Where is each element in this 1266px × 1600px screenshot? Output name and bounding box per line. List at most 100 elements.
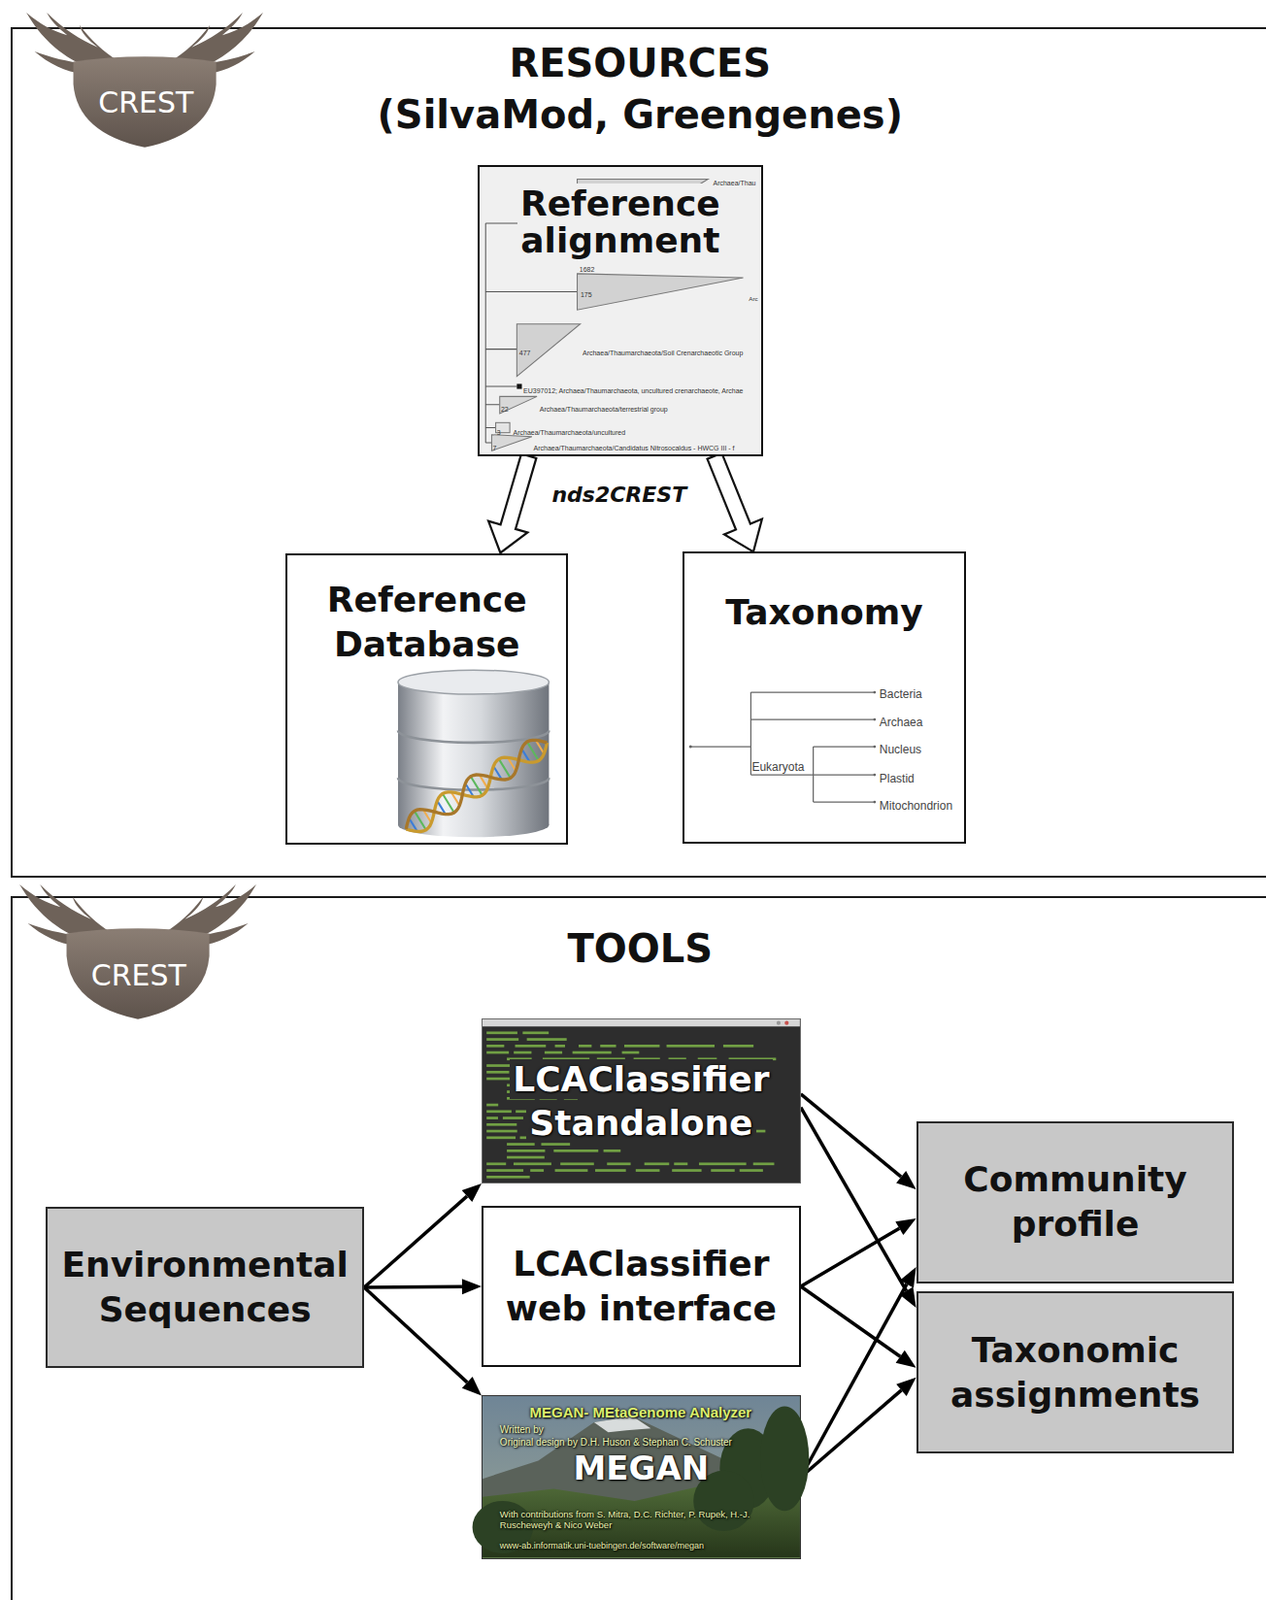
div-part: Community profile <box>918 1157 1233 1247</box>
div-part: Archaea/Thaumarchaeota/Soil Crenarchaeot… <box>582 340 743 360</box>
div-part: MEGAN <box>482 1449 800 1488</box>
div-part: Bacteria <box>879 683 923 702</box>
input-box: Environmental Sequences <box>45 1206 365 1368</box>
collapsed-clade <box>576 273 743 310</box>
line-part <box>470 775 483 795</box>
circle-part <box>689 745 693 749</box>
tree-label: 3 <box>497 429 501 436</box>
ellipse-part <box>398 669 549 695</box>
connector-line <box>364 1196 467 1288</box>
splash-text: www-ab.informatik.uni-tuebingen.de/softw… <box>499 1539 704 1550</box>
collapsed-clade <box>499 397 536 415</box>
block-arrow-shape <box>707 453 763 553</box>
rect-part <box>622 1050 640 1054</box>
rect-part <box>578 1044 592 1048</box>
alignment-box: Reference alignment1682Archaea/Thau175Ar… <box>477 165 764 456</box>
rect-part <box>486 1102 499 1106</box>
div-part: (SilvaMod, Greengenes) <box>12 92 1266 137</box>
box-title: Environmental Sequences <box>61 1244 349 1330</box>
taxon-label: Archaea <box>879 714 924 729</box>
tree-label: 7 <box>493 444 498 452</box>
rect-part <box>486 1109 512 1113</box>
div-part: Archaea/Thau <box>712 169 756 189</box>
rect-part <box>710 1168 734 1172</box>
div-part: Mitochondrion <box>879 794 953 813</box>
rect-part <box>603 1149 622 1153</box>
div-part: Archaea/Thaumarchaeota/terrestrial group <box>539 397 668 416</box>
rect-part <box>506 1142 535 1146</box>
output-box: Taxonomic assignments <box>916 1291 1235 1454</box>
line-part <box>499 758 511 777</box>
rect-part <box>599 1044 616 1048</box>
database-box: Reference Database <box>285 553 568 846</box>
dna-helix <box>405 739 547 832</box>
rect-part <box>522 1031 549 1034</box>
arrow-label: nds2CREST <box>547 481 691 506</box>
div-part: RESOURCES <box>12 40 1266 86</box>
rect-part <box>673 1162 688 1166</box>
rect-part <box>723 1044 754 1048</box>
rect-part <box>486 1050 509 1054</box>
circle-part <box>872 745 876 749</box>
div-part: Taxonomy <box>684 591 965 633</box>
resources-panel: Reference alignment1682Archaea/Thau175Ar… <box>10 27 1266 877</box>
output-box: Community profile <box>916 1121 1235 1284</box>
splash-text: Original design by D.H. Huson & Stephan … <box>499 1435 733 1447</box>
rect-part <box>486 1168 524 1172</box>
tree-label: Archaea/Thaumarchaeota/terrestrial group <box>539 405 668 413</box>
collapsed-clade <box>491 434 532 452</box>
rect-part <box>513 1162 552 1166</box>
terminal-screenshot <box>482 1019 800 1183</box>
rect-part <box>624 1044 660 1048</box>
arrowhead <box>462 1376 482 1396</box>
rect-part <box>699 1162 747 1166</box>
logo-text: CREST <box>91 958 187 993</box>
rect-part <box>739 1168 764 1172</box>
circle-part <box>872 691 876 695</box>
box-title: Community profile <box>963 1159 1187 1244</box>
rect-part <box>666 1044 715 1048</box>
box-title: Taxonomy <box>725 592 924 633</box>
rect-part <box>514 1044 546 1048</box>
tree-label: Archaea/Thaumarchaeota/Candidatus Nitros… <box>533 444 735 452</box>
rect-part <box>635 1168 661 1172</box>
block-arrow <box>488 453 536 553</box>
ellipse-part <box>398 812 549 837</box>
arrow-connector <box>800 1377 917 1478</box>
connector-line <box>800 1284 907 1478</box>
arrow-connector <box>364 1183 482 1288</box>
ellipse-part <box>760 1406 809 1512</box>
rect-part <box>513 1050 532 1054</box>
rect-part <box>644 1162 670 1166</box>
block-arrow-shape <box>488 453 536 553</box>
rect-part <box>398 681 549 825</box>
arrow-connector <box>364 1287 482 1396</box>
tool-box: MEGANMEGAN- MEtaGenome ANalyzerWritten b… <box>481 1395 801 1559</box>
rect-part <box>502 1116 524 1120</box>
panel-heading: RESOURCES <box>508 40 771 86</box>
rect-part <box>595 1168 627 1172</box>
div-part: 1682 <box>579 257 596 276</box>
div-part: Eukaryota <box>751 756 804 775</box>
rect-part <box>486 1129 518 1133</box>
rect-part <box>572 1050 612 1054</box>
rect-part <box>486 1116 499 1120</box>
div-part: EU397012; Archaea/Thaumarchaeota, uncult… <box>523 378 743 398</box>
connector-line <box>800 1390 902 1478</box>
div-part: Arc <box>748 285 758 304</box>
tree-label: Archaea/Thau <box>712 178 756 186</box>
div-part: LCAClassifier web interface <box>483 1241 800 1332</box>
rect-part <box>671 1168 701 1172</box>
div-part: CREST <box>98 85 194 121</box>
splash-text: MEGAN- MEtaGenome ANalyzer <box>530 1403 753 1421</box>
div-part: Plastid <box>879 766 915 786</box>
tool-box: LCAClassifier web interface <box>481 1205 801 1367</box>
rect-part <box>486 1175 530 1179</box>
div-part: 22 <box>500 397 509 416</box>
polyline-part <box>405 739 547 830</box>
arrowhead <box>899 1266 917 1288</box>
div-part: 175 <box>580 282 593 301</box>
rect-part <box>486 1135 516 1139</box>
rect-part <box>486 1044 504 1048</box>
rect-part <box>486 1070 509 1074</box>
